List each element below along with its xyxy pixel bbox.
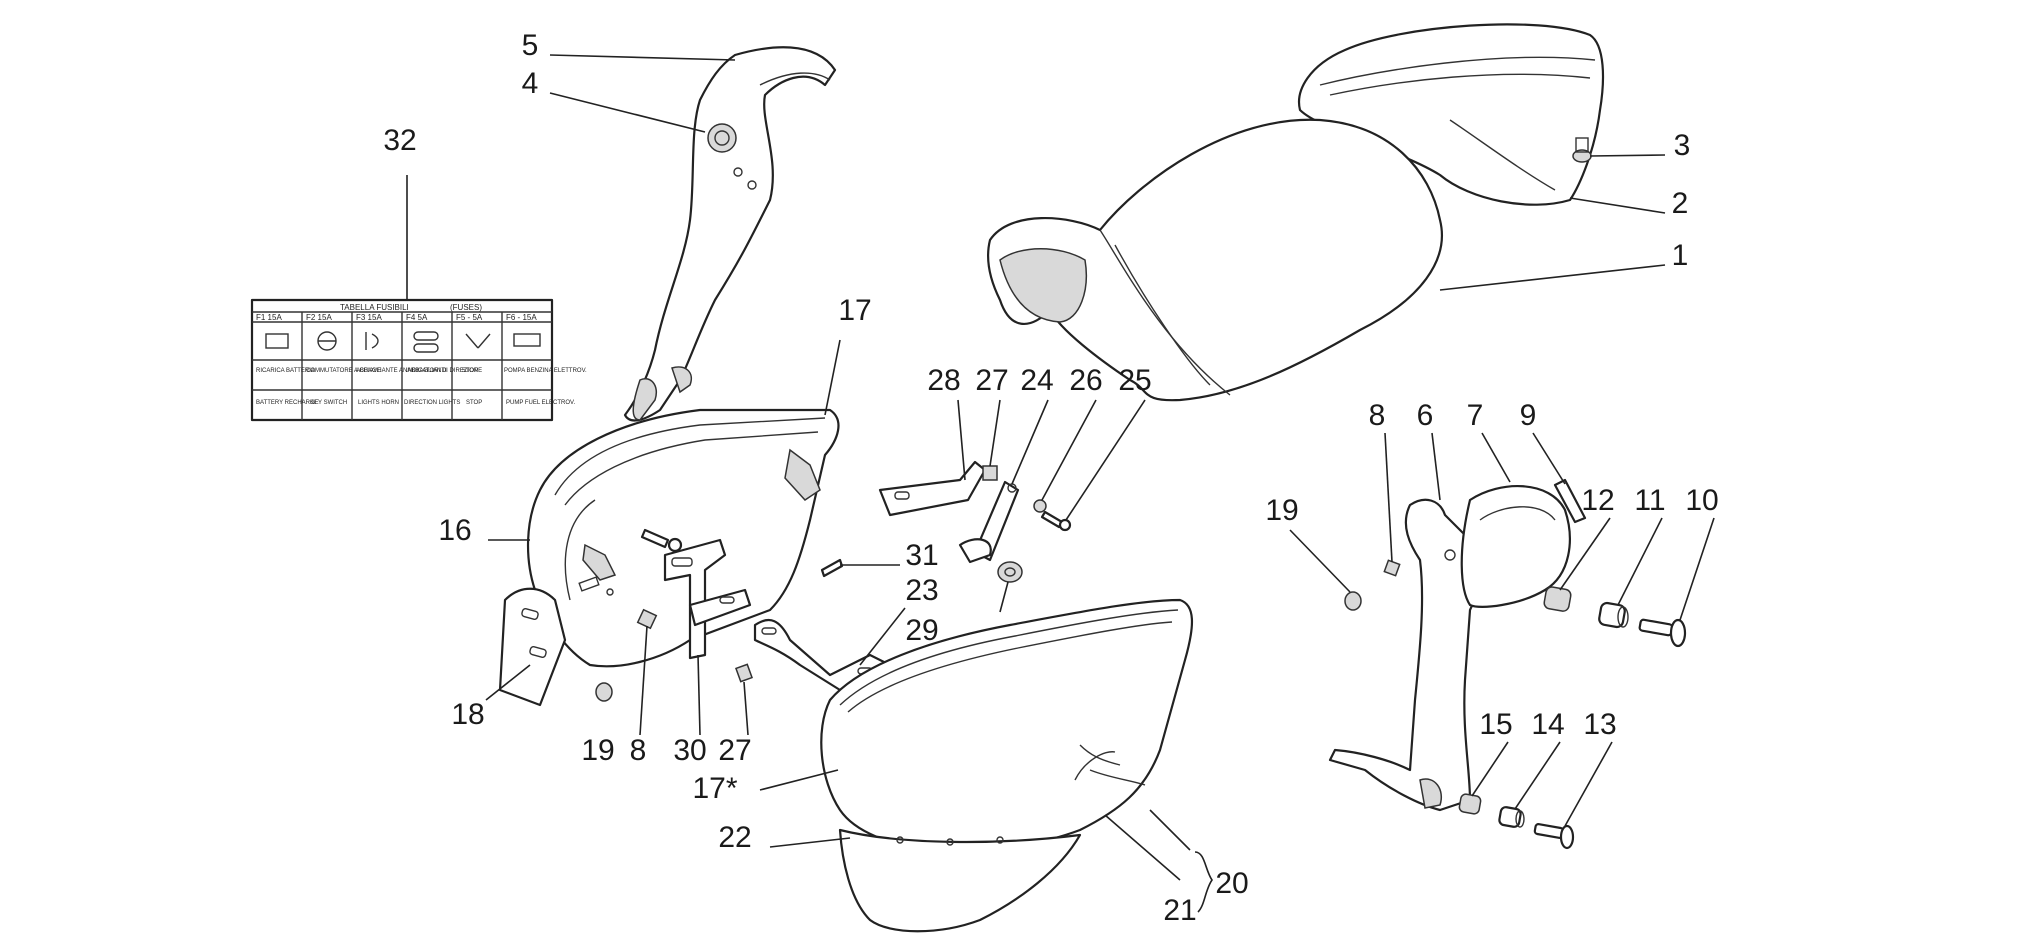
nut-19-left — [595, 682, 613, 702]
callout-c4: 4 — [522, 67, 539, 100]
callout-c17a: 17 — [838, 294, 871, 327]
bracket-28 — [878, 460, 987, 517]
battery-box-16 — [526, 408, 840, 668]
callout-c26: 26 — [1069, 364, 1102, 397]
grommet-12 — [1543, 586, 1572, 612]
callout-c27a: 27 — [975, 364, 1008, 397]
callout-c19b: 19 — [1265, 494, 1298, 527]
callout-c30: 30 — [673, 734, 706, 767]
callout-c16: 16 — [438, 514, 471, 547]
leader-lines — [406, 54, 1715, 881]
nut-8-left — [636, 608, 658, 630]
fuse-desc-3: ABBAGLIANTE ANABBAGLIANTI — [356, 368, 447, 374]
callout-c5: 5 — [522, 29, 539, 62]
callout-c11: 11 — [1634, 484, 1665, 517]
seat-bumper-3 — [1572, 137, 1592, 163]
fuse-desc-2: COMMUTATORE A CHIAVE — [306, 368, 381, 374]
fuse-table-title: TABELLA FUSIBILI — [340, 303, 409, 312]
fuse-trans-3: LIGHTS HORN — [358, 400, 399, 406]
fuse-trans-4: DIRECTION LIGHTS — [404, 400, 460, 406]
callout-c22: 22 — [718, 821, 751, 854]
fuse-desc-4: INDICATORI DI DIREZIONE — [406, 368, 482, 374]
rider-seat-1 — [986, 118, 1443, 402]
nut-27-upper — [982, 465, 998, 481]
fuse-f5: F5 - 5A — [456, 313, 483, 322]
fuse-trans-2: KEY SWITCH — [310, 400, 347, 406]
fuse-desc-1: RICARICA BATTERIA — [256, 368, 315, 374]
strip-9 — [1553, 478, 1587, 524]
nut-27-left — [735, 663, 753, 683]
callout-c6: 6 — [1417, 399, 1434, 432]
fuse-f1: F1 15A — [256, 313, 282, 322]
spacer-14 — [1498, 806, 1525, 828]
screws-near-box — [640, 528, 844, 578]
fuse-desc-6: POMPA BENZINA ELETTROV. — [504, 368, 587, 374]
callout-c8a: 8 — [1369, 399, 1386, 432]
callout-c20: 20 — [1215, 867, 1248, 900]
callout-c31: 31 — [905, 539, 938, 572]
fuse-f6: F6 - 15A — [506, 313, 537, 322]
bolt-13 — [1533, 823, 1575, 850]
callout-c3: 3 — [1674, 129, 1691, 162]
fuse-label-32: TABELLA FUSIBILI (FUSES) F1 15A F2 15A F… — [250, 298, 587, 422]
callout-c9: 9 — [1520, 399, 1537, 432]
fuse-table-subtitle: (FUSES) — [450, 303, 482, 312]
bracket-18 — [498, 587, 567, 707]
fuse-trans-1: BATTERY RECHARGE — [256, 400, 319, 406]
callout-c7: 7 — [1467, 399, 1484, 432]
plate-30 — [663, 538, 752, 660]
reflector-7 — [1460, 484, 1571, 608]
callout-c25: 25 — [1118, 364, 1151, 397]
callout-c12: 12 — [1581, 484, 1614, 517]
callout-c29: 29 — [905, 614, 938, 647]
fuse-trans-5: STOP — [466, 400, 482, 406]
callout-c13: 13 — [1583, 708, 1616, 741]
bolt-25 — [1040, 510, 1072, 532]
nut-8-right — [1383, 559, 1401, 577]
callout-c14: 14 — [1531, 708, 1564, 741]
callout-c28: 28 — [927, 364, 960, 397]
callout-c15: 15 — [1479, 708, 1512, 741]
callout-c18: 18 — [451, 698, 484, 731]
fuse-f4: F4 5A — [406, 313, 428, 322]
callout-c21: 21 — [1163, 894, 1196, 927]
callout-c27b: 27 — [718, 734, 751, 767]
nut-19-right — [1344, 591, 1362, 611]
fuse-trans-6: PUMP FUEL ELECTROV. — [506, 400, 575, 406]
callout-c2: 2 — [1672, 187, 1689, 220]
frame-cover-6 — [1328, 498, 1479, 812]
spacer-11 — [1598, 601, 1629, 629]
fuse-f3: F3 15A — [356, 313, 382, 322]
washer-26 — [1033, 499, 1047, 513]
passenger-seat-2 — [1298, 23, 1605, 206]
cover-trim-22 — [838, 828, 1082, 933]
frame-cover-left-upper — [623, 46, 837, 422]
callout-c19a: 19 — [581, 734, 614, 767]
grommet-15 — [1458, 793, 1482, 815]
callout-c10: 10 — [1685, 484, 1718, 517]
side-cover-20 — [820, 598, 1194, 853]
brace-20 — [1194, 851, 1213, 913]
grommet-29 — [997, 561, 1023, 583]
strap-24 — [958, 480, 1020, 564]
bolt-10 — [1638, 618, 1687, 648]
callout-c17b: 17* — [692, 772, 737, 805]
fuse-f2: F2 15A — [306, 313, 332, 322]
callout-c1: 1 — [1672, 239, 1689, 272]
callout-c24: 24 — [1020, 364, 1053, 397]
callout-c32: 32 — [383, 124, 416, 157]
callout-c8b: 8 — [630, 734, 647, 767]
fuse-desc-5: STOP — [462, 368, 478, 374]
callout-c23: 23 — [905, 574, 938, 607]
